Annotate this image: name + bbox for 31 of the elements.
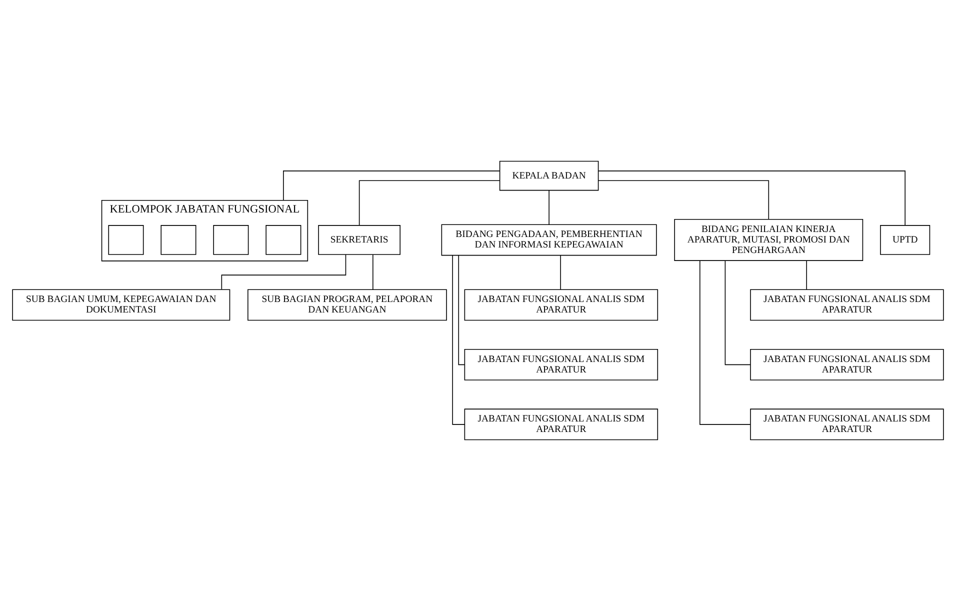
connector: [458, 254, 465, 365]
connector: [452, 254, 465, 424]
connector: [548, 189, 550, 224]
node-box: [213, 224, 249, 254]
connector: [724, 260, 751, 365]
node-box: JABATAN FUNGSIONAL ANALIS SDM APARATUR: [750, 288, 944, 320]
connector: [372, 254, 374, 290]
connector: [560, 254, 561, 290]
node-box: JABATAN FUNGSIONAL ANALIS SDM APARATUR: [750, 348, 944, 380]
node-box: SEKRETARIS: [318, 224, 400, 254]
node-box: KEPALA BADAN: [499, 160, 599, 190]
node-box: BIDANG PENGADAAN, PEMBERHENTIAN DAN INFORMASI KEPEGAWAIAN: [441, 224, 657, 256]
connector: [699, 260, 751, 424]
connector: [283, 170, 500, 200]
node-box: [160, 224, 196, 254]
node-box: [108, 224, 144, 254]
node-box: JABATAN FUNGSIONAL ANALIS SDM APARATUR: [464, 288, 658, 320]
connector: [221, 254, 346, 290]
node-box: JABATAN FUNGSIONAL ANALIS SDM APARATUR: [464, 408, 658, 440]
node-box: SUB BAGIAN PROGRAM, PELAPORAN DAN KEUANGAN: [248, 288, 447, 320]
connector: [598, 180, 770, 220]
node-box: SUB BAGIAN UMUM, KEPEGAWAIAN DAN DOKUMENTASI: [12, 288, 230, 320]
node-box: JABATAN FUNGSIONAL ANALIS SDM APARATUR: [750, 408, 944, 440]
cluster: KELOMPOK JABATAN FUNGSIONAL: [101, 199, 308, 261]
connector: [806, 260, 807, 290]
node-box: BIDANG PENILAIAN KINERJA APARATUR, MUTASI, PROMOSI DAN PENGHARGAAN: [674, 218, 864, 260]
connector: [358, 180, 500, 226]
node-box: UPTD: [880, 224, 930, 254]
connector: [598, 170, 906, 226]
node-box: JABATAN FUNGSIONAL ANALIS SDM APARATUR: [464, 348, 658, 380]
node-box: [266, 224, 302, 254]
